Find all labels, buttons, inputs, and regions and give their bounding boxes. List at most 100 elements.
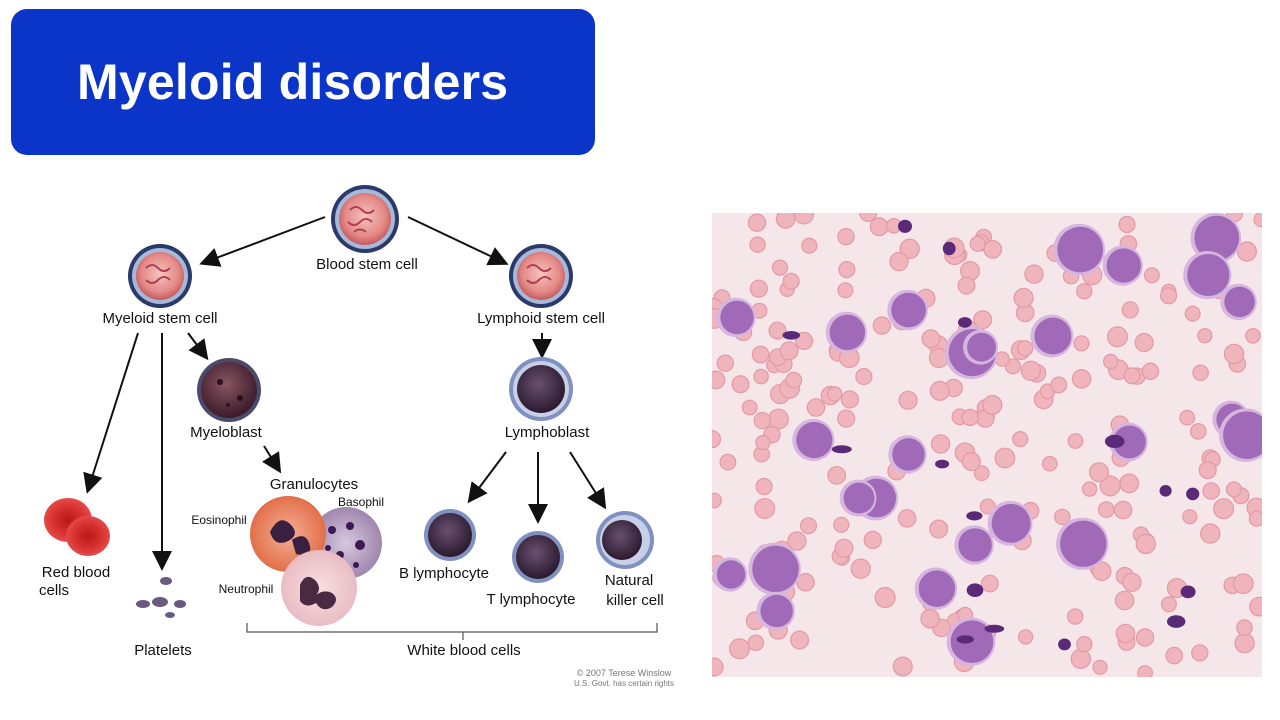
- arrow-to-lymphoid: [407, 216, 509, 266]
- smear-granulocyte: [1159, 485, 1172, 497]
- smear-granulocyte: [1186, 487, 1200, 501]
- smear-rbc: [920, 608, 940, 629]
- smear-blast-cell: [1102, 245, 1143, 286]
- smear-rbc: [801, 237, 818, 254]
- red-blood-cells-label-line1: Red blood: [42, 564, 110, 581]
- smear-blast-cell: [756, 591, 795, 631]
- smear-rbc: [874, 586, 896, 609]
- smear-rbc: [1121, 301, 1139, 319]
- smear-rbc: [1213, 498, 1235, 520]
- smear-blast-cell: [839, 479, 877, 517]
- smear-blast-cell: [954, 525, 994, 565]
- smear-rbc: [1114, 590, 1135, 611]
- lymphoid-stem-cell-label: Lymphoid stem cell: [477, 310, 605, 327]
- smear-granulocyte: [1104, 434, 1125, 448]
- white-blood-cells-label: White blood cells: [407, 642, 520, 659]
- smear-granulocyte: [958, 317, 972, 328]
- granulocytes-label: Granulocytes: [270, 476, 358, 493]
- smear-rbc: [827, 465, 847, 485]
- smear-rbc: [1236, 241, 1258, 262]
- arrow-to-granulocytes: [262, 445, 282, 474]
- smear-rbc: [1066, 608, 1084, 625]
- smear-rbc: [731, 375, 750, 394]
- smear-rbc: [712, 657, 724, 677]
- smear-rbc: [930, 434, 951, 454]
- smear-rbc: [1137, 665, 1153, 677]
- lymphoid-stem-cell-icon: [509, 244, 573, 308]
- smear-rbc: [1135, 628, 1155, 647]
- smear-rbc: [1054, 508, 1071, 526]
- smear-blast-cell: [1219, 408, 1262, 462]
- t-lymphocyte-icon: [512, 531, 564, 583]
- smear-granulocyte: [966, 511, 983, 521]
- smear-rbc: [1179, 409, 1196, 426]
- smear-rbc: [961, 451, 981, 472]
- platelets-icon: [136, 577, 186, 618]
- smear-rbc: [1197, 327, 1213, 344]
- smear-rbc: [1024, 264, 1044, 284]
- smear-rbc: [1248, 510, 1262, 527]
- smear-rbc: [973, 465, 990, 482]
- smear-rbc: [1017, 340, 1034, 357]
- smear-rbc: [1103, 353, 1119, 370]
- smear-granulocyte: [984, 624, 1005, 633]
- smear-rbc: [869, 217, 889, 237]
- blood-smear-drawing: [712, 213, 1262, 677]
- smear-rbc: [1013, 287, 1034, 309]
- smear-rbc: [973, 310, 993, 330]
- smear-rbc: [1234, 632, 1255, 654]
- smear-rbc: [1012, 431, 1029, 448]
- smear-blast-cell: [1030, 314, 1074, 358]
- smear-blast-cell: [887, 289, 928, 331]
- smear-rbc: [741, 399, 758, 416]
- smear-rbc: [1122, 572, 1142, 592]
- smear-blast-cell: [712, 557, 748, 592]
- smear-rbc: [1113, 500, 1133, 520]
- smear-rbc: [855, 368, 873, 386]
- smear-rbc: [979, 498, 996, 515]
- smear-rbc: [994, 447, 1016, 469]
- smear-rbc: [838, 260, 856, 279]
- neutrophil-icon: [281, 550, 357, 626]
- smear-rbc: [863, 530, 882, 550]
- smear-rbc: [1198, 461, 1217, 480]
- smear-rbc: [1191, 644, 1209, 662]
- smear-blast-cell: [1190, 213, 1242, 264]
- smear-rbc: [782, 272, 800, 290]
- smear-rbc: [747, 634, 765, 652]
- smear-rbc: [1165, 646, 1183, 665]
- smear-granulocyte: [831, 445, 852, 454]
- basophil-label: Basophil: [338, 495, 384, 509]
- myeloid-stem-cell-icon: [128, 244, 192, 308]
- smear-rbc: [1097, 501, 1115, 519]
- smear-rbc: [751, 345, 770, 364]
- smear-rbc: [1089, 462, 1110, 483]
- smear-blast-cell: [914, 567, 958, 610]
- smear-rbc: [980, 574, 999, 593]
- credit-line-2: U.S. Govt. has certain rights: [574, 679, 674, 688]
- myeloblast-label: Myeloblast: [190, 424, 263, 441]
- smear-rbc: [1076, 636, 1093, 653]
- eosinophil-label: Eosinophil: [191, 513, 246, 527]
- smear-rbc: [1071, 369, 1092, 389]
- smear-rbc: [982, 394, 1003, 415]
- smear-rbc: [929, 380, 950, 401]
- smear-rbc: [898, 390, 918, 410]
- smear-blast-cell: [1220, 283, 1257, 321]
- red-blood-cells-label-line2: cells: [39, 582, 69, 599]
- smear-rbc: [787, 531, 807, 551]
- credit-line-1: © 2007 Terese Winslow: [577, 668, 672, 678]
- smear-blast-cell: [1183, 250, 1232, 300]
- smear-blast-cell: [792, 418, 835, 462]
- smear-rbc: [850, 558, 871, 579]
- smear-granulocyte: [935, 459, 950, 469]
- smear-rbc: [1182, 509, 1198, 525]
- smear-rbc: [859, 213, 878, 222]
- smear-rbc: [1004, 358, 1021, 375]
- smear-rbc: [729, 638, 750, 660]
- smear-rbc: [1225, 481, 1242, 498]
- arrow-to-nk-cell: [569, 451, 607, 510]
- smear-rbc: [1160, 596, 1177, 613]
- smear-rbc: [1070, 648, 1091, 669]
- smear-rbc: [1081, 481, 1098, 497]
